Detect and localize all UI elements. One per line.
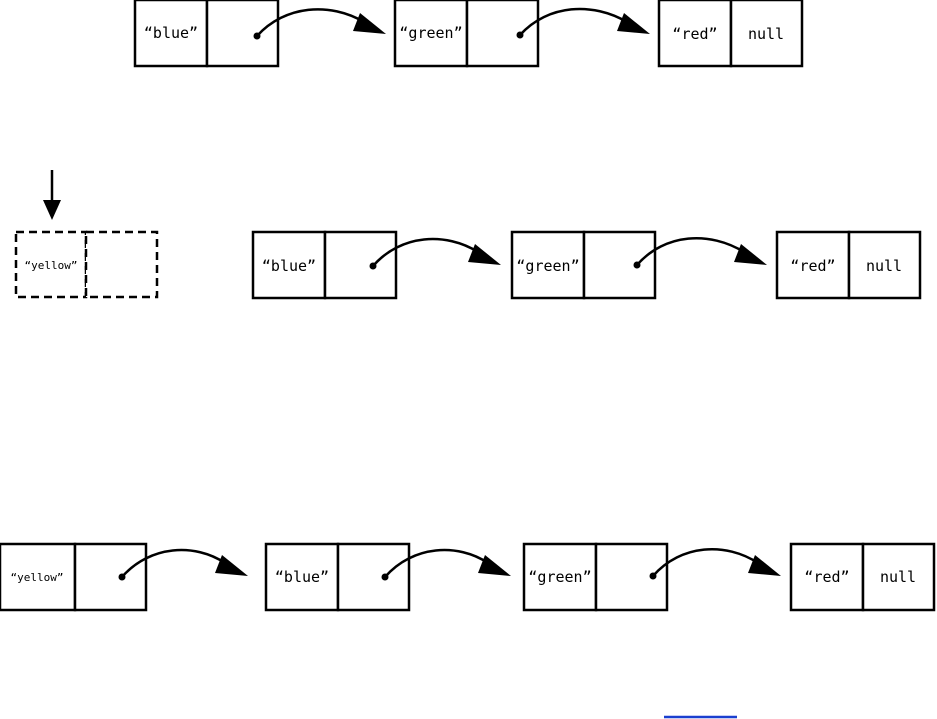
list-node-blue: “blue” [133, 0, 280, 68]
node-value-cell [0, 542, 77, 612]
node-null-text: null [880, 568, 916, 586]
node-value-text: “green” [399, 24, 462, 42]
node-value-text: “yellow” [11, 571, 64, 584]
node-null-text: null [748, 25, 784, 43]
node-value-cell [522, 542, 598, 612]
node-value-cell [775, 230, 851, 300]
node-null-text: null [866, 257, 902, 275]
node-value-text: “green” [516, 257, 579, 275]
list-node-red: “red” null [789, 542, 936, 612]
head-pointer-arrow [43, 170, 61, 220]
node-value-cell [510, 230, 586, 300]
list-node-green: “green” [522, 542, 669, 612]
row-new-node-pending: “yellow” “blue” “green” “red” null [14, 170, 922, 300]
node-next-cell [847, 230, 922, 300]
list-node-blue: “blue” [264, 542, 411, 612]
node-next-cell [465, 0, 540, 68]
next-pointer-arrow [652, 547, 781, 577]
node-next-cell [205, 0, 280, 68]
node-value-text: “blue” [275, 568, 329, 586]
list-node-yellow: “yellow” [0, 542, 148, 612]
next-pointer-arrow [519, 7, 650, 36]
node-next-cell [336, 542, 411, 612]
node-next-cell [729, 0, 804, 68]
list-node-green: “green” [393, 0, 540, 68]
node-value-text: “blue” [262, 257, 316, 275]
row-original-list: “blue” “green” “red” null [133, 0, 804, 68]
next-pointer-arrow [256, 8, 386, 37]
node-value-text: “red” [790, 257, 835, 275]
node-value-text: “yellow” [25, 259, 78, 272]
list-node-red: “red” null [775, 230, 922, 300]
node-value-cell [251, 230, 327, 300]
node-next-cell [84, 230, 159, 299]
next-pointer-arrow [636, 236, 767, 266]
node-value-text: “red” [672, 25, 717, 43]
node-next-cell [861, 542, 936, 612]
node-next-cell [582, 230, 657, 300]
node-value-cell [393, 0, 469, 68]
list-node-red: “red” null [657, 0, 804, 68]
next-pointer-arrow [372, 237, 501, 267]
list-node-blue: “blue” [251, 230, 398, 300]
node-value-cell [789, 542, 865, 612]
node-next-cell [323, 230, 398, 300]
node-value-text: “blue” [144, 24, 198, 42]
node-value-text: “green” [528, 568, 591, 586]
next-pointer-arrow [121, 548, 248, 578]
node-value-cell [657, 0, 733, 68]
pending-node-yellow: “yellow” [14, 230, 159, 299]
node-value-cell [14, 230, 88, 299]
node-value-cell [133, 0, 209, 68]
next-pointer-arrow [384, 548, 511, 578]
row-after-prepend: “yellow” “blue” “green” [0, 542, 936, 612]
list-node-green: “green” [510, 230, 657, 300]
node-value-text: “red” [804, 568, 849, 586]
node-value-cell [264, 542, 340, 612]
node-next-cell [73, 542, 148, 612]
